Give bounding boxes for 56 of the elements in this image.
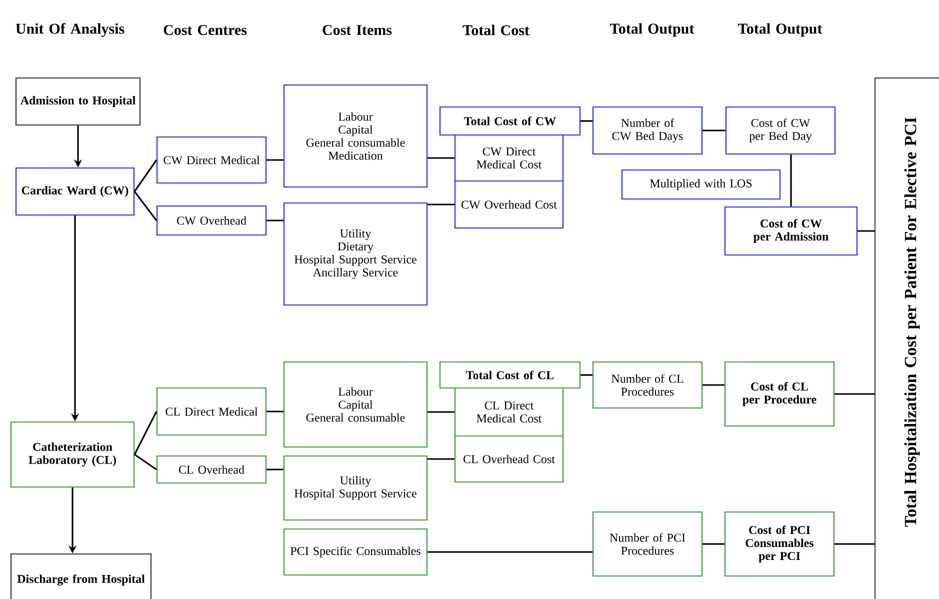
connector bbox=[428, 411, 454, 413]
process-box: Cost of PCI Consumables per PCI bbox=[724, 511, 835, 577]
connector bbox=[702, 384, 724, 386]
process-box: Cost of CL per Procedure bbox=[724, 361, 835, 427]
process-box: Utility Dietary Hospital Support Service Ancillary Service bbox=[283, 202, 428, 306]
column-heading: Unit Of Analysis bbox=[16, 23, 124, 37]
connector bbox=[134, 160, 158, 192]
connector bbox=[428, 204, 454, 206]
process-box: Cardiac Ward (CW) bbox=[15, 167, 135, 216]
process-box: CL Overhead bbox=[156, 455, 267, 484]
process-box: CL Direct Medical bbox=[156, 387, 267, 436]
connector bbox=[428, 157, 454, 159]
process-box: CW Direct Medical Cost bbox=[454, 134, 564, 182]
column-heading: Total Output bbox=[610, 23, 694, 37]
connector bbox=[702, 130, 726, 132]
process-box: Number of CW Bed Days bbox=[592, 106, 703, 155]
column-heading: Cost Centres bbox=[164, 24, 247, 36]
connector bbox=[790, 154, 792, 206]
column-heading: Total Output bbox=[738, 23, 822, 37]
process-box: Catheterization Laboratory (CL) bbox=[10, 421, 135, 488]
process-box: Discharge from Hospital bbox=[10, 553, 152, 599]
process-box: CW Direct Medical bbox=[156, 136, 267, 184]
process-box: Utility Hospital Support Service bbox=[283, 455, 428, 521]
process-box: Cost of CW per Bed Day bbox=[725, 106, 836, 155]
process-box: Multiplied with LOS bbox=[621, 169, 781, 200]
connector bbox=[834, 393, 874, 395]
connector bbox=[702, 543, 724, 545]
connector bbox=[266, 159, 284, 161]
process-box: Cost of CW per Admission bbox=[724, 206, 858, 256]
connector bbox=[266, 220, 284, 222]
process-box: CW Overhead bbox=[156, 205, 267, 236]
connector bbox=[266, 410, 284, 412]
total-cost-panel: Total Hospitalization Cost per Patient For Elective PCI bbox=[874, 78, 939, 599]
column-heading: Total Cost bbox=[462, 24, 530, 36]
connector bbox=[134, 454, 157, 470]
connector bbox=[134, 191, 158, 221]
process-box: Labour Capital General consumable bbox=[283, 361, 428, 448]
connector bbox=[858, 230, 874, 232]
connector bbox=[580, 120, 592, 122]
process-box: Total Cost of CL bbox=[439, 361, 581, 389]
process-box: CL Overhead Cost bbox=[454, 435, 564, 483]
process-box: Labour Capital General consumable Medication bbox=[283, 84, 428, 188]
process-box: PCI Specific Consumables bbox=[283, 528, 428, 576]
process-box: Admission to Hospital bbox=[15, 77, 141, 126]
column-heading: Cost Items bbox=[322, 24, 392, 36]
connector bbox=[428, 458, 454, 460]
process-box: Number of CL Procedures bbox=[592, 361, 703, 409]
process-box: CW Overhead Cost bbox=[454, 180, 564, 229]
connector bbox=[266, 468, 284, 470]
process-box: CL Direct Medical Cost bbox=[454, 387, 564, 437]
connector bbox=[134, 411, 158, 455]
process-box: Number of PCI Procedures bbox=[592, 511, 703, 577]
process-box: Total Cost of CW bbox=[439, 106, 581, 136]
connector bbox=[834, 543, 874, 545]
connector bbox=[580, 374, 592, 376]
connector bbox=[428, 551, 592, 553]
